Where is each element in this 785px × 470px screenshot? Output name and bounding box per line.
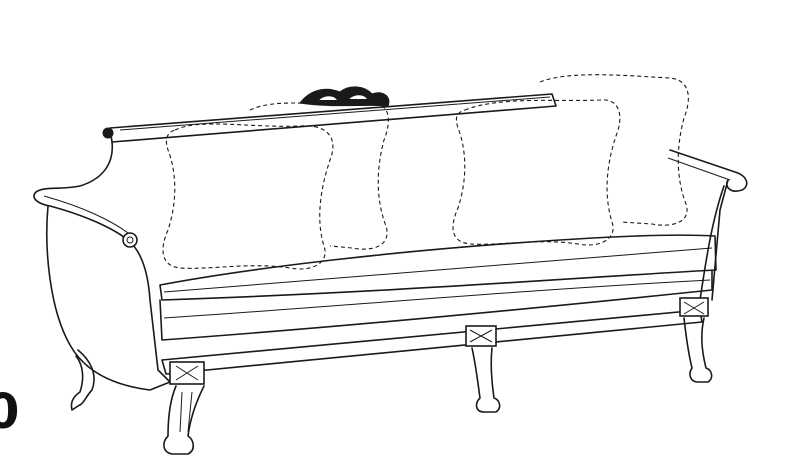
- edge-glyph: 0: [0, 384, 20, 440]
- sofa-back-rail: [102, 93, 557, 143]
- apron-carving-left: [169, 361, 205, 385]
- pillow-left-dashed: [162, 102, 389, 270]
- crest-carving: [299, 86, 390, 107]
- left-arm: [33, 141, 171, 391]
- pillow-right-dashed: [452, 74, 689, 246]
- apron-carving-right: [679, 297, 709, 317]
- apron-carving-center: [465, 325, 497, 347]
- right-arm: [667, 149, 748, 301]
- back-left-leg: [70, 349, 95, 411]
- seat-rail: [159, 269, 713, 375]
- front-left-leg: [163, 385, 205, 455]
- front-center-leg: [471, 347, 501, 413]
- seat-cushion: [159, 234, 717, 301]
- front-right-leg: [683, 317, 713, 383]
